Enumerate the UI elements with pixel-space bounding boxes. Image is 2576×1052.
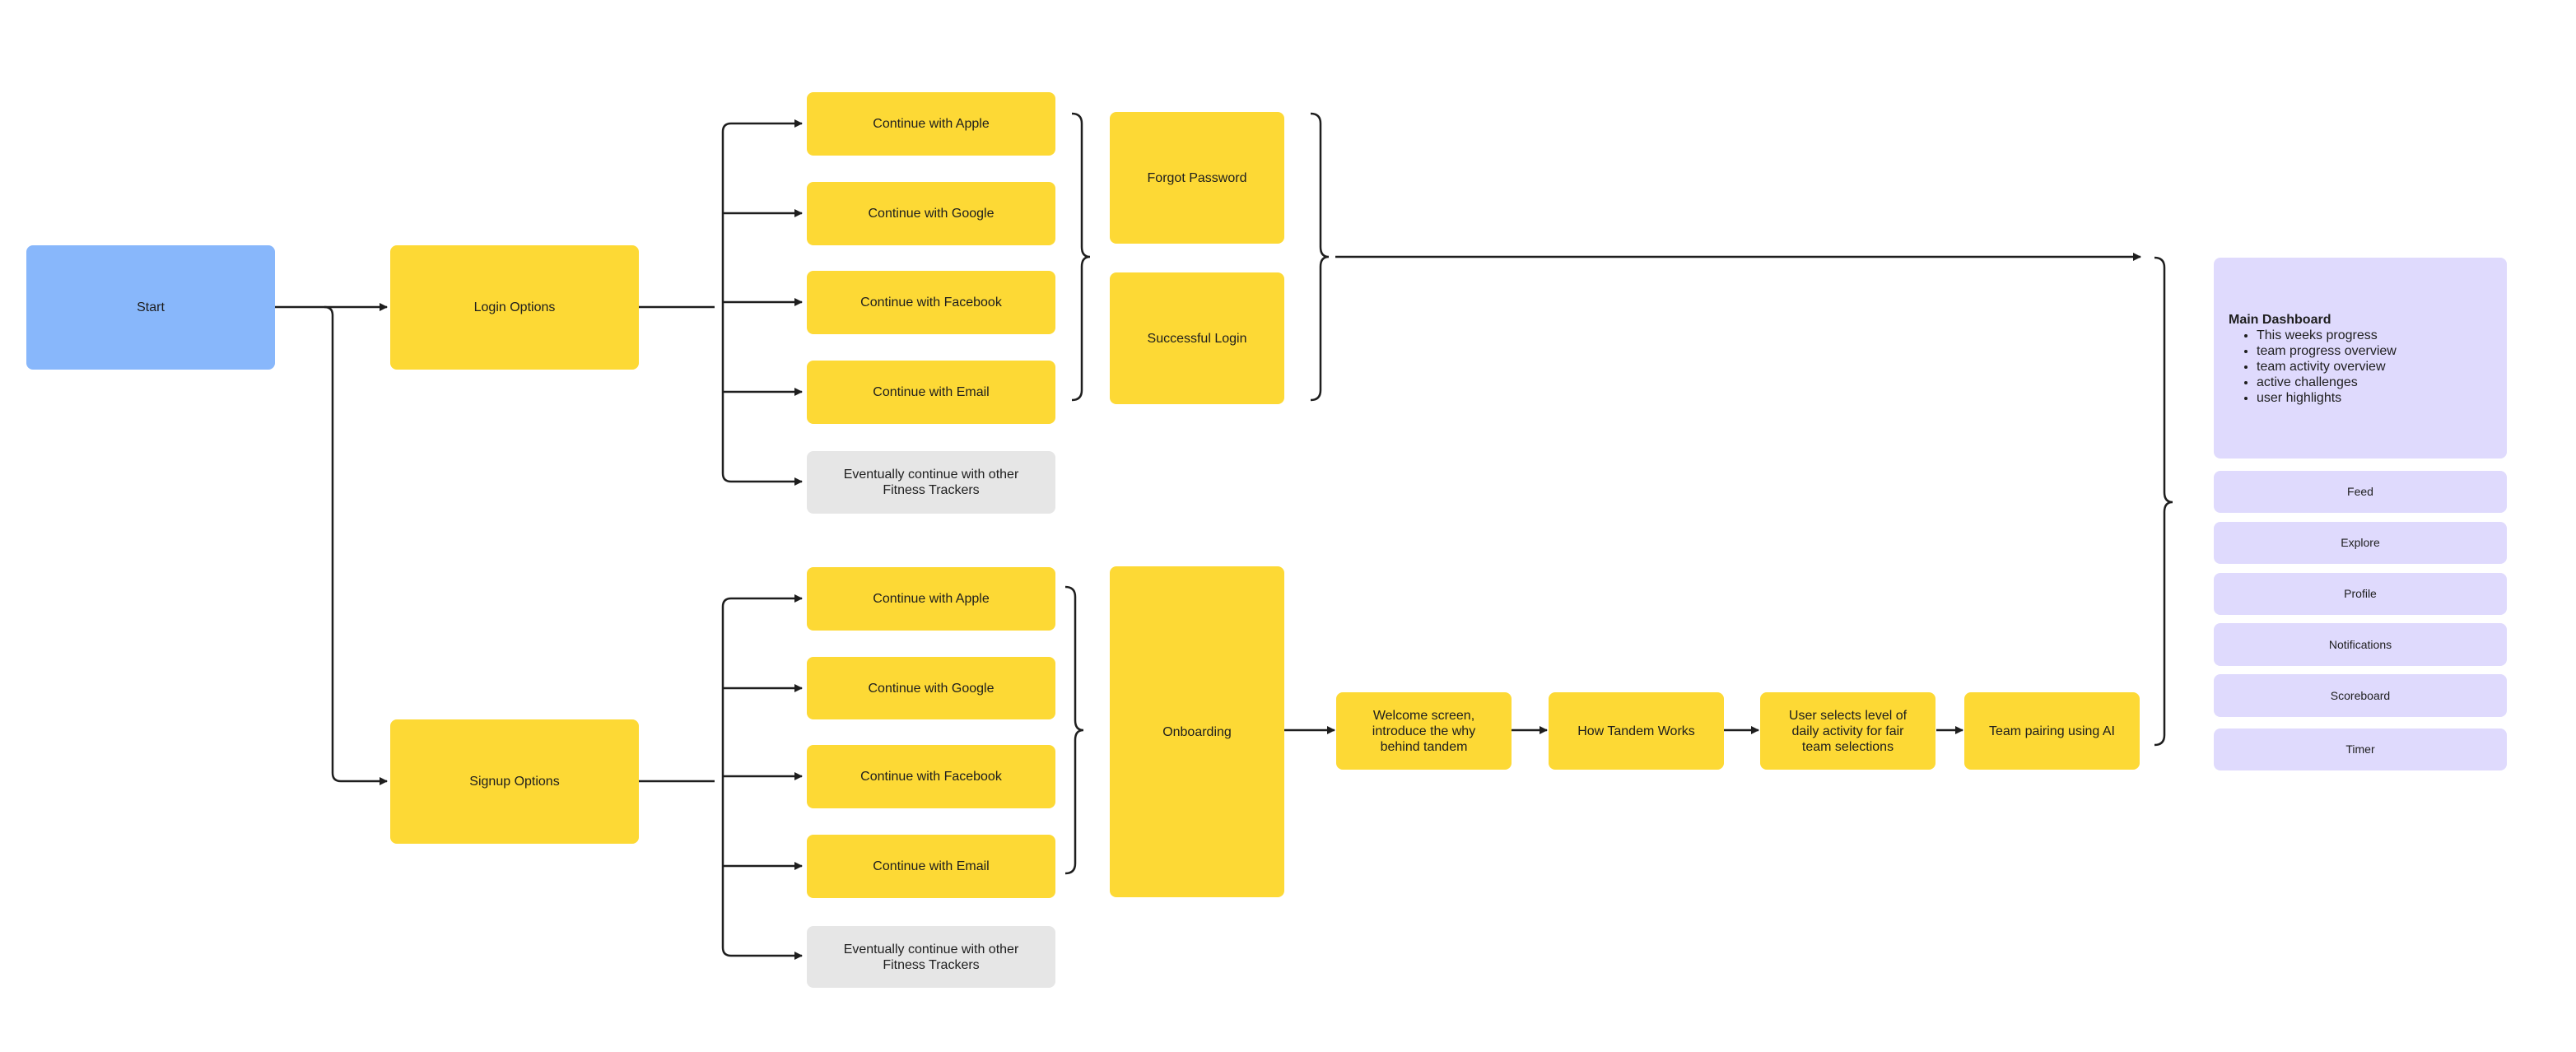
- signup-options-node: Signup Options: [390, 719, 639, 844]
- login-facebook-node: Continue with Facebook: [807, 271, 1055, 334]
- timer-screen-node: Timer: [2214, 728, 2507, 770]
- login-branch-line: [721, 119, 803, 133]
- dashboard-item: team activity overview: [2257, 359, 2492, 375]
- dashboard-item: team progress overview: [2257, 343, 2492, 359]
- login-outcomes-brace: [1310, 112, 1330, 402]
- dashboard-items-list: This weeks progress team progress overvi…: [2229, 328, 2492, 406]
- notifications-screen-node: Notifications: [2214, 623, 2507, 666]
- profile-screen-node: Profile: [2214, 573, 2507, 615]
- app-screens-brace: [2154, 256, 2173, 747]
- signup-apple-node: Continue with Apple: [807, 567, 1055, 631]
- login-google-node: Continue with Google: [807, 182, 1055, 245]
- main-dashboard-node: Main Dashboard This weeks progress team …: [2214, 258, 2507, 459]
- signup-email-node: Continue with Email: [807, 835, 1055, 898]
- main-dashboard-title: Main Dashboard: [2229, 313, 2331, 327]
- login-branch-line: [721, 132, 803, 486]
- how-tandem-works-node: How Tandem Works: [1549, 692, 1724, 770]
- onboarding-node: Onboarding: [1110, 566, 1284, 897]
- start-to-signup-connector: [324, 305, 388, 785]
- explore-screen-node: Explore: [2214, 522, 2507, 564]
- signup-fitness-trackers-node: Eventually continue with other Fitness T…: [807, 926, 1055, 988]
- login-email-node: Continue with Email: [807, 361, 1055, 424]
- dashboard-item: This weeks progress: [2257, 328, 2492, 343]
- dashboard-item: active challenges: [2257, 375, 2492, 390]
- login-apple-node: Continue with Apple: [807, 92, 1055, 156]
- login-fitness-trackers-node: Eventually continue with other Fitness T…: [807, 451, 1055, 514]
- signup-facebook-node: Continue with Facebook: [807, 745, 1055, 808]
- signup-branch-line: [721, 594, 803, 607]
- scoreboard-screen-node: Scoreboard: [2214, 674, 2507, 717]
- login-methods-brace: [1071, 112, 1091, 402]
- feed-screen-node: Feed: [2214, 471, 2507, 513]
- login-options-node: Login Options: [390, 245, 639, 370]
- activity-level-node: User selects level of daily activity for…: [1760, 692, 1935, 770]
- team-pairing-node: Team pairing using AI: [1964, 692, 2140, 770]
- signup-branch-line: [721, 607, 803, 960]
- start-node: Start: [26, 245, 275, 370]
- forgot-password-node: Forgot Password: [1110, 112, 1284, 244]
- dashboard-item: user highlights: [2257, 390, 2492, 406]
- welcome-screen-node: Welcome screen, introduce the why behind…: [1336, 692, 1512, 770]
- successful-login-node: Successful Login: [1110, 272, 1284, 404]
- signup-methods-brace: [1064, 585, 1084, 875]
- signup-google-node: Continue with Google: [807, 657, 1055, 719]
